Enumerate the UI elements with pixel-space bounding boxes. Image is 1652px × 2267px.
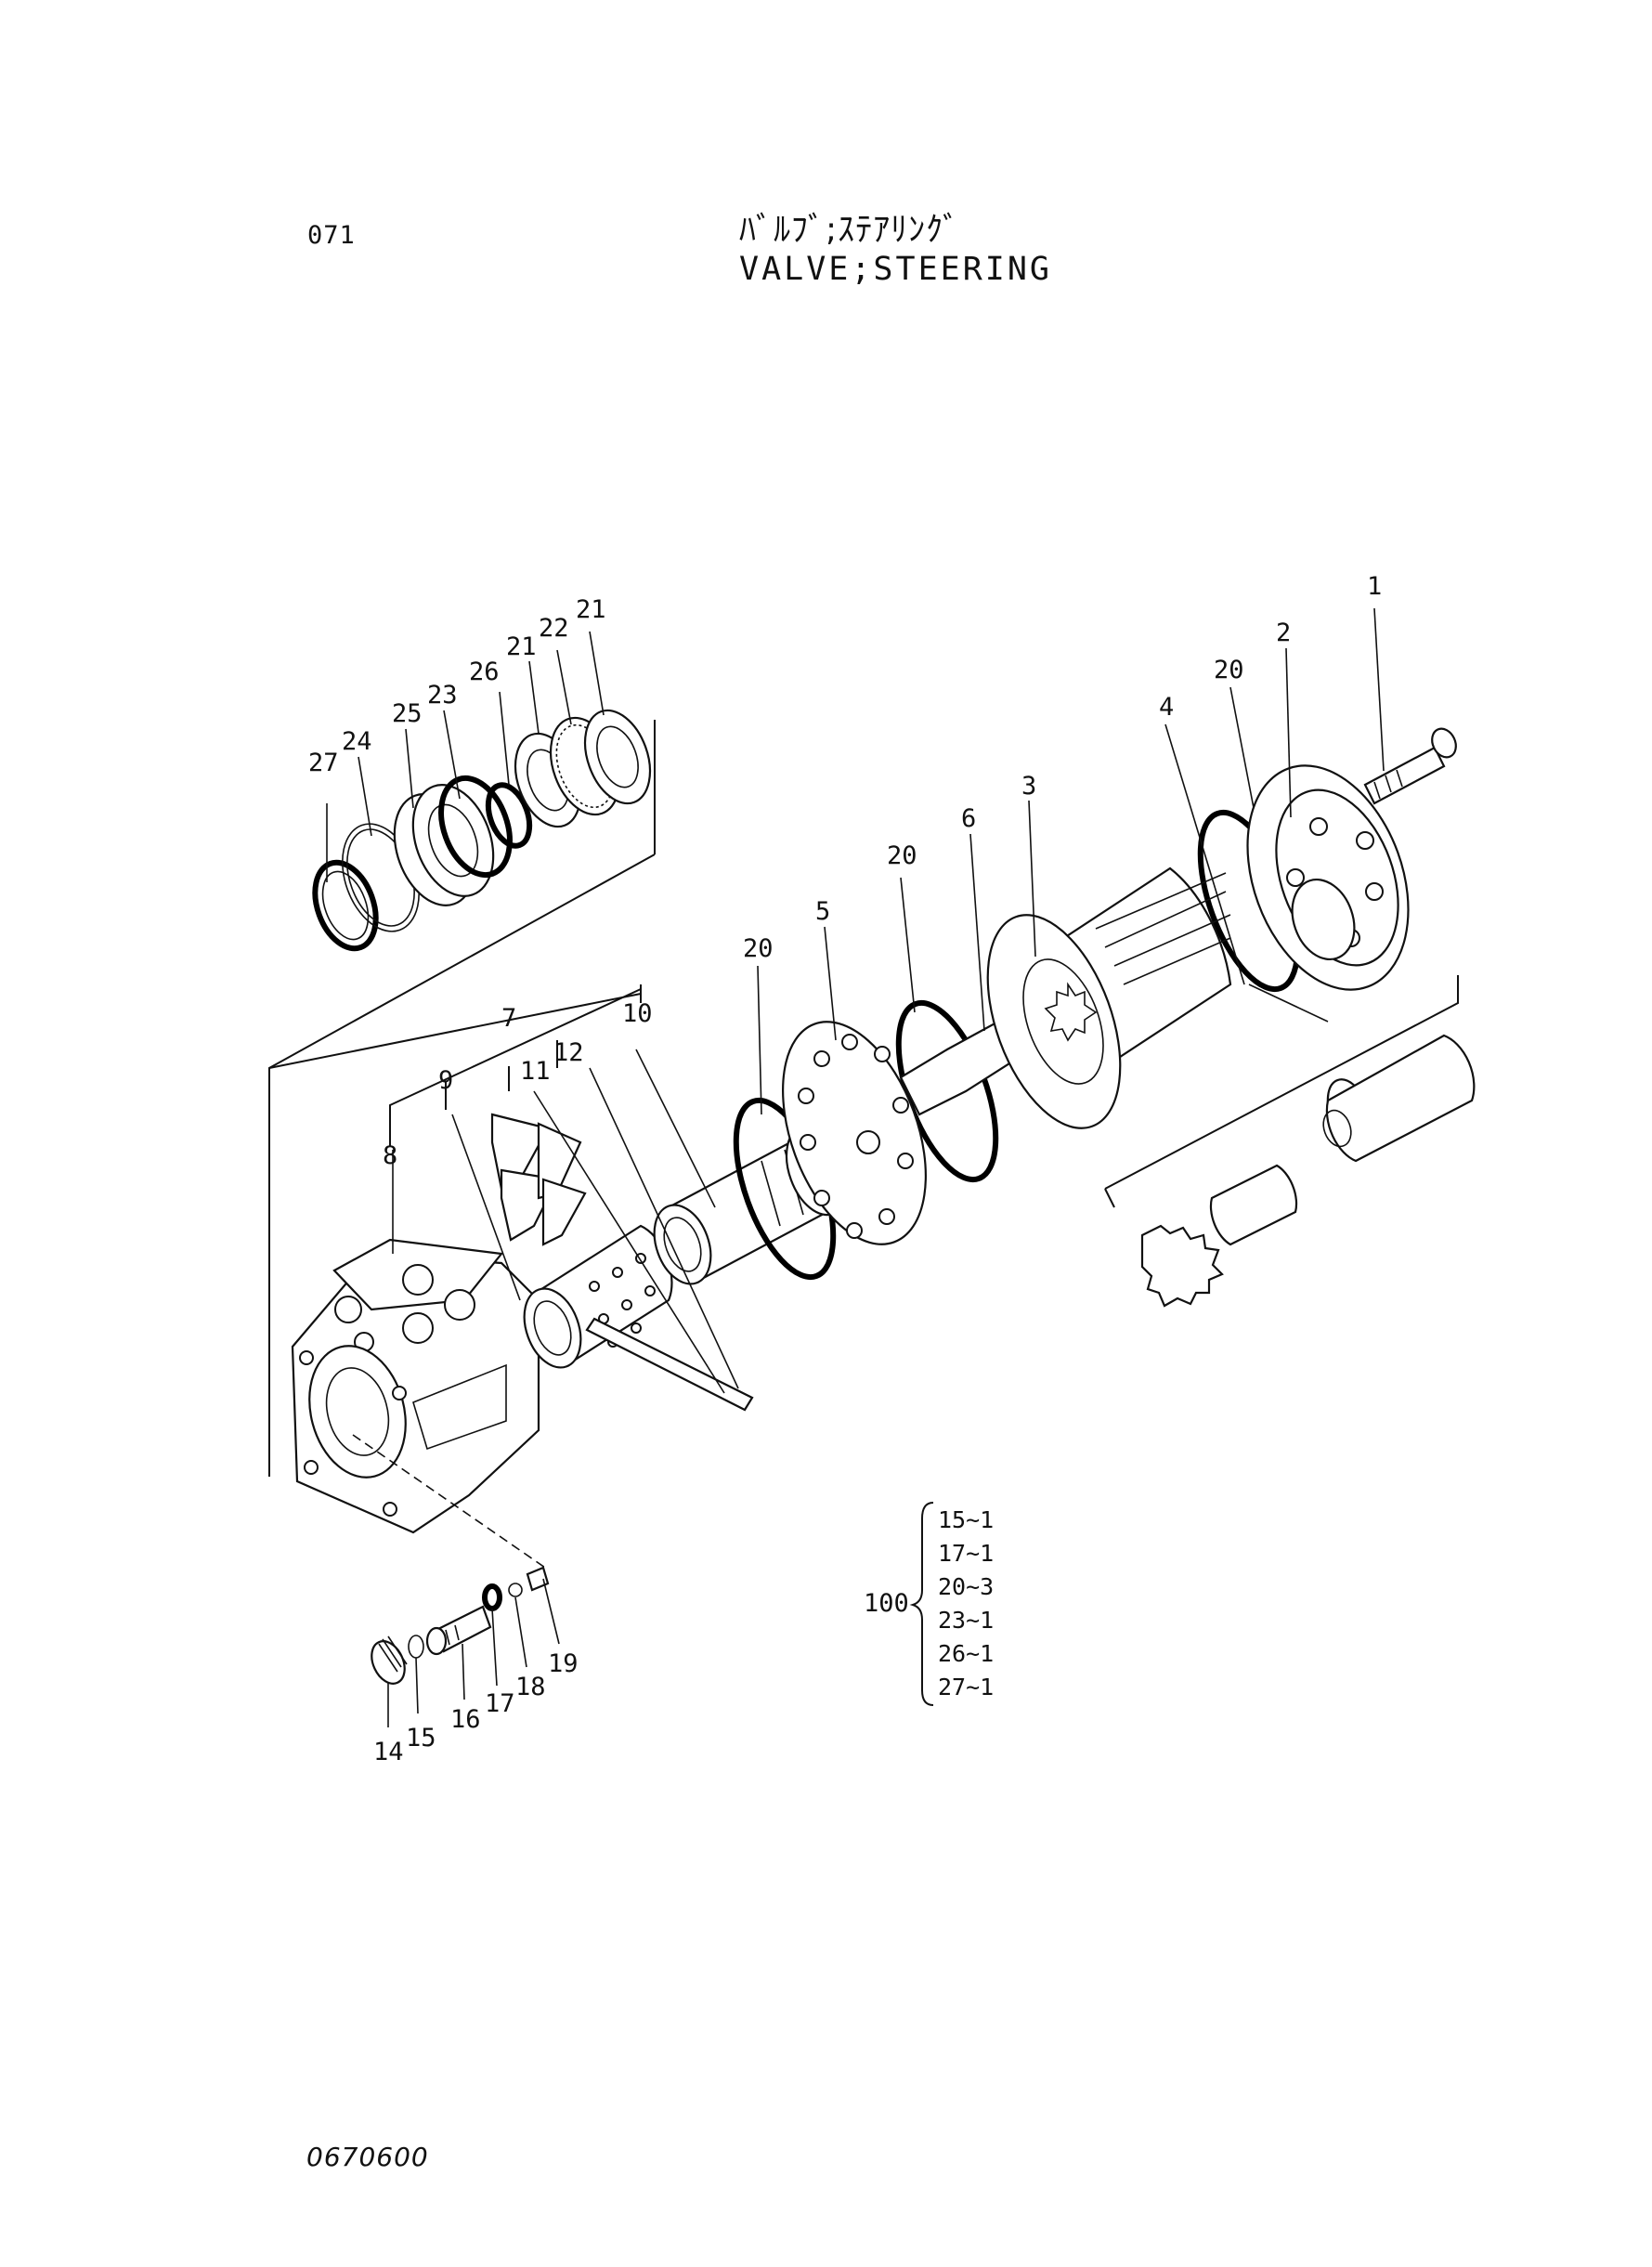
- callout-8: 8: [383, 1141, 397, 1170]
- callout-24: 24: [342, 727, 372, 756]
- callout-22: 22: [539, 614, 569, 643]
- seal-kit-group: [312, 709, 652, 952]
- part-5-plate: [782, 1021, 927, 1245]
- callout-19: 19: [548, 1649, 579, 1678]
- part-21-washer-2: [583, 709, 652, 805]
- callout-23: 23: [427, 681, 458, 710]
- callout-18: 18: [515, 1673, 546, 1701]
- callout-17: 17: [485, 1689, 515, 1718]
- part-3-gerotor: [986, 866, 1232, 1129]
- callout-20-b: 20: [887, 841, 917, 870]
- callout-5: 5: [815, 897, 830, 926]
- kit-item-6: 27~1: [938, 1674, 994, 1700]
- part-10-pin: [585, 1317, 754, 1412]
- callout-6: 6: [961, 804, 976, 833]
- callout-20-a: 20: [743, 934, 774, 963]
- callout-11: 11: [520, 1057, 551, 1086]
- callout-2: 2: [1276, 619, 1291, 647]
- drawing-code: 0670600: [306, 2142, 429, 2172]
- kit-item-2: 17~1: [938, 1540, 994, 1567]
- kit-item-5: 26~1: [938, 1640, 994, 1667]
- callout-21-b: 21: [506, 632, 537, 661]
- kit-100-list: 100 15~1 17~1 20~3 23~1 26~1 27~1: [864, 1502, 994, 1706]
- sleeve-and-springs: [490, 1113, 673, 1369]
- callout-14: 14: [373, 1738, 404, 1766]
- kit-item-3: 20~3: [938, 1573, 994, 1600]
- bracket-7: [389, 988, 642, 1147]
- part-26-oring: [485, 782, 533, 849]
- callout-25: 25: [392, 699, 423, 728]
- valve-housing: [291, 1238, 540, 1534]
- title-english: VALVE;STEERING: [739, 251, 1053, 288]
- callout-16: 16: [450, 1705, 481, 1734]
- part-23-oring: [438, 775, 513, 879]
- callout-27: 27: [308, 749, 339, 777]
- leader-lower-right: [1104, 975, 1459, 1190]
- callout-3: 3: [1021, 772, 1036, 801]
- callout-26: 26: [469, 658, 500, 686]
- part-1-cap-screw: [1363, 727, 1457, 805]
- leader-lines: [326, 607, 1385, 1727]
- callout-1: 1: [1367, 572, 1382, 601]
- callout-15: 15: [406, 1724, 436, 1752]
- title-japanese: ﾊﾞﾙﾌﾞ;ｽﾃｱﾘﾝｸﾞ: [739, 211, 961, 249]
- part-27-ring: [312, 859, 379, 952]
- callout-21-a: 21: [576, 595, 606, 624]
- callout-numbers: 1 2 3 4 5 6 7 8 9 10 11 12 14 15 16 17 1…: [308, 572, 1382, 1766]
- kit-item-4: 23~1: [938, 1607, 994, 1634]
- callout-9: 9: [438, 1066, 453, 1095]
- callout-20-c: 20: [1214, 656, 1244, 684]
- kit-item-1: 15~1: [938, 1506, 994, 1533]
- part-2-end-cap: [1246, 764, 1410, 991]
- kit-number: 100: [864, 1589, 909, 1618]
- page-number: 071: [307, 221, 356, 250]
- callout-10: 10: [622, 999, 653, 1028]
- callout-4: 4: [1159, 693, 1174, 722]
- callout-12: 12: [553, 1038, 584, 1067]
- callout-7: 7: [501, 1004, 516, 1033]
- check-valve-group: [1140, 1034, 1476, 1308]
